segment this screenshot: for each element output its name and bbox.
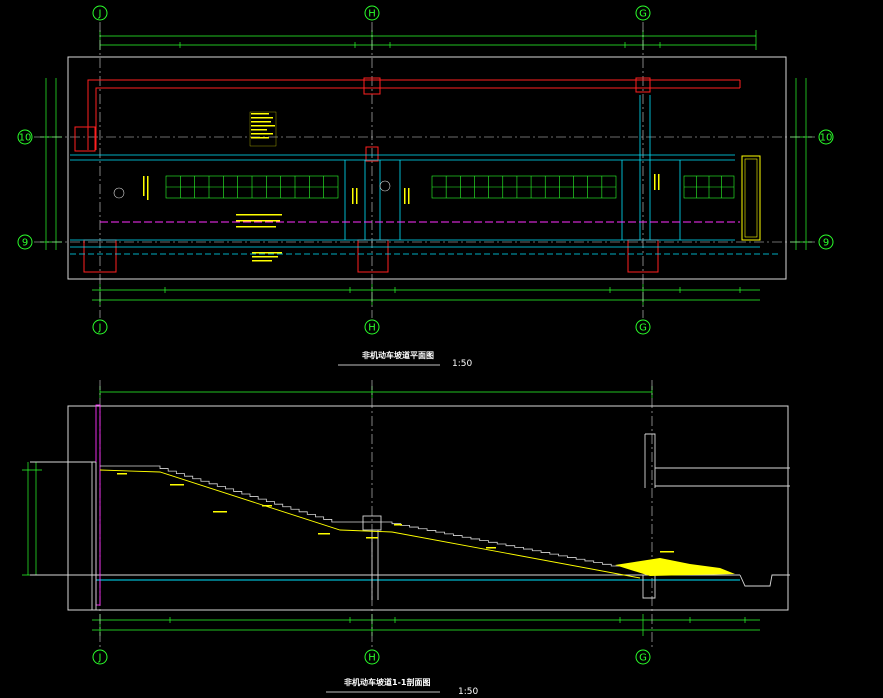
axis-label-h: H — [368, 653, 376, 664]
axis-bubble-g — [635, 5, 651, 21]
plan-annotations — [113, 111, 761, 262]
plan-title-block: 非机动车坡道平面图 1:50 — [338, 350, 472, 369]
axis-bubble-9 — [818, 234, 834, 250]
axis-label-j: J — [98, 653, 102, 664]
axis-bubble-h — [364, 5, 380, 21]
section-ground — [30, 404, 790, 610]
plan-axis-lines — [34, 22, 815, 318]
plan-frame — [67, 56, 787, 280]
section-scale: 1:50 — [458, 687, 478, 697]
plan-beams — [70, 95, 780, 255]
plan-walls — [74, 77, 741, 273]
section-right-wall — [362, 433, 656, 600]
plan-title: 非机动车坡道平面图 — [362, 350, 434, 360]
axis-label-g: G — [639, 653, 647, 664]
axis-label-j: J — [98, 323, 102, 334]
section-landing-fill — [615, 558, 735, 576]
section-annotations — [117, 473, 674, 553]
axis-bubble-j — [92, 5, 108, 21]
axis-label-9: 9 — [823, 238, 829, 249]
section-ramp-slab — [99, 469, 641, 579]
axis-bubble-j — [92, 649, 108, 665]
axis-label-h: H — [368, 323, 376, 334]
axis-label-h: H — [368, 9, 376, 20]
axis-label-10: 10 — [820, 133, 833, 144]
section-side-dimensions — [22, 462, 42, 576]
plan-ramp-steps — [165, 175, 735, 199]
axis-bubble-g — [635, 649, 651, 665]
section-bottom-dimensions — [92, 614, 760, 636]
section-title-block: 非机动车坡道1-1剖面图 1:50 — [326, 677, 478, 697]
plan-view — [34, 22, 815, 318]
axis-label-g: G — [639, 9, 647, 20]
axis-label-9: 9 — [22, 238, 28, 249]
axis-bubble-h — [364, 319, 380, 335]
axis-bubble-10 — [17, 129, 33, 145]
plan-scale: 1:50 — [452, 359, 472, 369]
axis-bubble-g — [635, 319, 651, 335]
axis-bubbles: J J J H H H G G G 10 10 9 9 — [17, 5, 834, 665]
section-title: 非机动车坡道1-1剖面图 — [344, 677, 430, 687]
axis-bubble-10 — [818, 129, 834, 145]
axis-label-10: 10 — [19, 133, 32, 144]
axis-bubble-h — [364, 649, 380, 665]
axis-label-j: J — [98, 9, 102, 20]
axis-label-g: G — [639, 323, 647, 334]
axis-bubble-9 — [17, 234, 33, 250]
section-frame — [67, 405, 789, 611]
axis-bubble-j — [92, 319, 108, 335]
section-view — [22, 380, 790, 648]
